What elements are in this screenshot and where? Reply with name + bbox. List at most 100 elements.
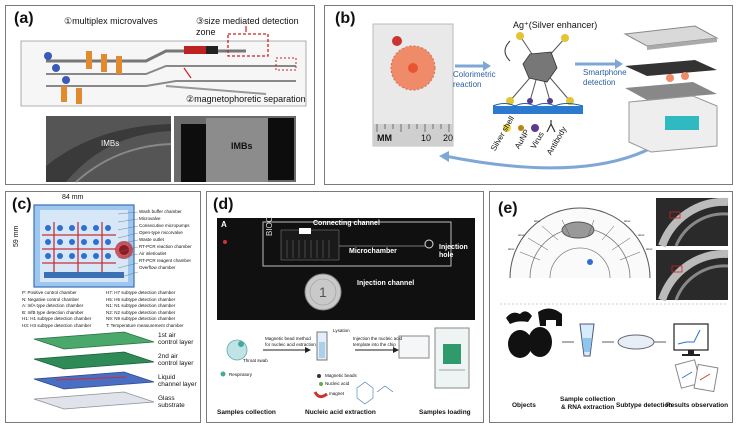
label-colorimetric-reaction: Colorimetric reaction: [453, 70, 496, 89]
chip-part-label: Microvalve: [139, 216, 161, 221]
chamber-legend-right: H7: H7 subtype detection chamber H5: H5 …: [106, 290, 200, 329]
chip-part-label: RT-PCR reagent chamber: [139, 258, 191, 263]
svg-text:1: 1: [319, 284, 327, 300]
label-microchamber: Microchamber: [349, 248, 397, 255]
panel-b: (b): [324, 5, 733, 185]
ruler-label-10: 10: [421, 133, 432, 143]
label-lysis: Lysation: [333, 328, 350, 333]
svg-text:label: label: [638, 233, 645, 237]
panel-d-label: (d): [213, 196, 234, 213]
label-magnetophoretic-separation: ②magnetophoretic separation: [186, 94, 306, 104]
step-samples-collection: Samples collection: [217, 409, 276, 416]
chamber-legend-item: H7: H7 subtype detection chamber: [106, 290, 176, 295]
layer-label-liquid: Liquid channel layer: [158, 374, 197, 388]
chip-part-label: Consecutive micropumps: [139, 223, 190, 228]
panel-a-diagram: [20, 26, 307, 183]
smartphone-device: [623, 25, 719, 153]
panel-c-chip: [33, 204, 155, 410]
panel-b-label: (b): [335, 10, 356, 27]
chamber-legend-item: N2: N2 subtype detection chamber: [106, 309, 176, 315]
disc-photo-bottom: [656, 249, 729, 302]
chip-part-label: Air inlet/outlet: [139, 251, 167, 256]
label-magnetic-method: Magnetic bead method for nucleic acid ex…: [265, 336, 316, 347]
panel-b-diagram: [372, 23, 719, 170]
chip-part-label: Overflow chamber: [139, 265, 176, 270]
panel-c-label: (c): [12, 196, 32, 213]
panel-a: (a): [5, 5, 315, 185]
chip-brand-text: BIOC: [265, 216, 274, 236]
label-throat-swab: Throat swab: [243, 358, 268, 363]
label-silver-enhancer: Ag⁺(Silver enhancer): [513, 20, 598, 30]
label-subtype-detection: Subtype detection: [616, 402, 673, 409]
ruler-label-20: 20: [443, 133, 454, 143]
chamber-legend-item: B: InfB type detection chamber: [22, 309, 84, 315]
rna-tube-icon: [579, 323, 595, 357]
chamber-legend-item: N: Negative control chamber: [22, 296, 80, 302]
label-respiratory: Respiratory: [229, 372, 253, 377]
layer-label-1st-air: 1st air control layer: [158, 332, 194, 346]
label-smartphone-detection: Smartphone detection: [583, 68, 627, 87]
label-magnet: magnet: [329, 391, 345, 396]
respiratory-dot-icon: [220, 371, 226, 377]
disc-photo-top: [656, 197, 729, 248]
legend-virus-icon: [531, 124, 539, 132]
chamber-legend-item: H1: H1 subtype detection chamber: [22, 316, 92, 321]
chamber-legend-item: N1: N1 subtype detection chamber: [106, 303, 176, 308]
ruler: [373, 124, 453, 146]
injection-hole: [424, 239, 434, 249]
label-injection-note: Injection the nucleic acid template into…: [353, 336, 403, 347]
label-imbs-right: IMBs: [231, 141, 253, 151]
ruler-label-mm: MM: [377, 133, 392, 143]
disc-schematic: label label label label label label: [508, 207, 653, 279]
panel-a-label: (a): [14, 10, 34, 27]
label-nucleic-acid: Nucleic acid: [325, 381, 350, 386]
layer-label-glass: Glass substrate: [158, 395, 185, 409]
detection-zone-box: [227, 33, 269, 57]
legend-aunp-icon: [518, 125, 524, 131]
chamber-legend-item: H5: H5 subtype detection chamber: [106, 296, 176, 302]
chip-part-label: Open-type micorvalve: [139, 230, 183, 235]
label-objects: Objects: [512, 402, 536, 409]
label-sample-rna: Sample collection & RNA extraction: [560, 396, 616, 411]
label-injection-channel: Injection channel: [357, 280, 415, 287]
chip-part-label: RT-PCR reaction chamber: [139, 244, 192, 249]
chamber-legend-item: H3: H3 subtype detection chamber: [22, 322, 92, 328]
person-head-icon: [226, 339, 248, 361]
legend-silver-shell-icon: [503, 124, 511, 132]
svg-text:label: label: [534, 219, 541, 223]
nanoparticle-structure: [506, 32, 574, 105]
svg-text:label: label: [624, 219, 631, 223]
legend-antibody-icon: [546, 120, 556, 133]
extraction-tube-icon: [313, 331, 328, 399]
label-multiplex-microvalves: ①multiplex microvalves: [64, 16, 158, 26]
panel-e-label: (e): [498, 200, 518, 217]
svg-text:label: label: [508, 247, 515, 251]
svg-text:label: label: [646, 247, 653, 251]
label-connecting-channel: Connecting channel: [313, 220, 380, 227]
objects-silhouettes: [506, 308, 562, 358]
loading-chip-icon: [398, 327, 470, 389]
step-samples-loading: Samples loading: [419, 409, 471, 416]
panel-e: (e) label label label label label label: [489, 191, 733, 423]
exploded-layers: [33, 331, 155, 410]
chip-part-labels: Wash buffer chamber Microvalve Consecuti…: [139, 208, 200, 271]
result-monitor-icon: [673, 323, 709, 356]
chamber-legend-item: T: Temperature measurement chamber: [106, 322, 184, 328]
chamber-legend-item: N9: N9 subtype detection chamber: [106, 316, 176, 321]
chamber-legend-item: A: InfA type detection chamber: [22, 303, 84, 308]
chamber-legend-item: P: Positive control chamber: [22, 290, 77, 295]
magnet-block: [184, 46, 206, 54]
label-injection-hole: Injection hole: [439, 244, 468, 259]
svg-text:label: label: [518, 233, 525, 237]
panel-c: (c) 84 mm 59 mm: [5, 191, 201, 423]
layer-label-2nd-air: 2nd air control layer: [158, 353, 194, 367]
chamber-legend-left: P: Positive control chamber N: Negative …: [22, 290, 106, 329]
chip-part-label: Wash buffer chamber: [139, 209, 182, 214]
panel-d: (d) 1: [206, 191, 484, 423]
detection-disc-icon: [617, 334, 655, 350]
label-imbs-left: IMBs: [101, 139, 120, 148]
chip-width-dimension: 84 mm: [62, 194, 84, 201]
chip-part-label: Waste outlet: [139, 237, 164, 242]
label-magnetic-beads: Magnetic beads: [325, 373, 357, 378]
panel-d-photo: 1: [213, 218, 479, 418]
